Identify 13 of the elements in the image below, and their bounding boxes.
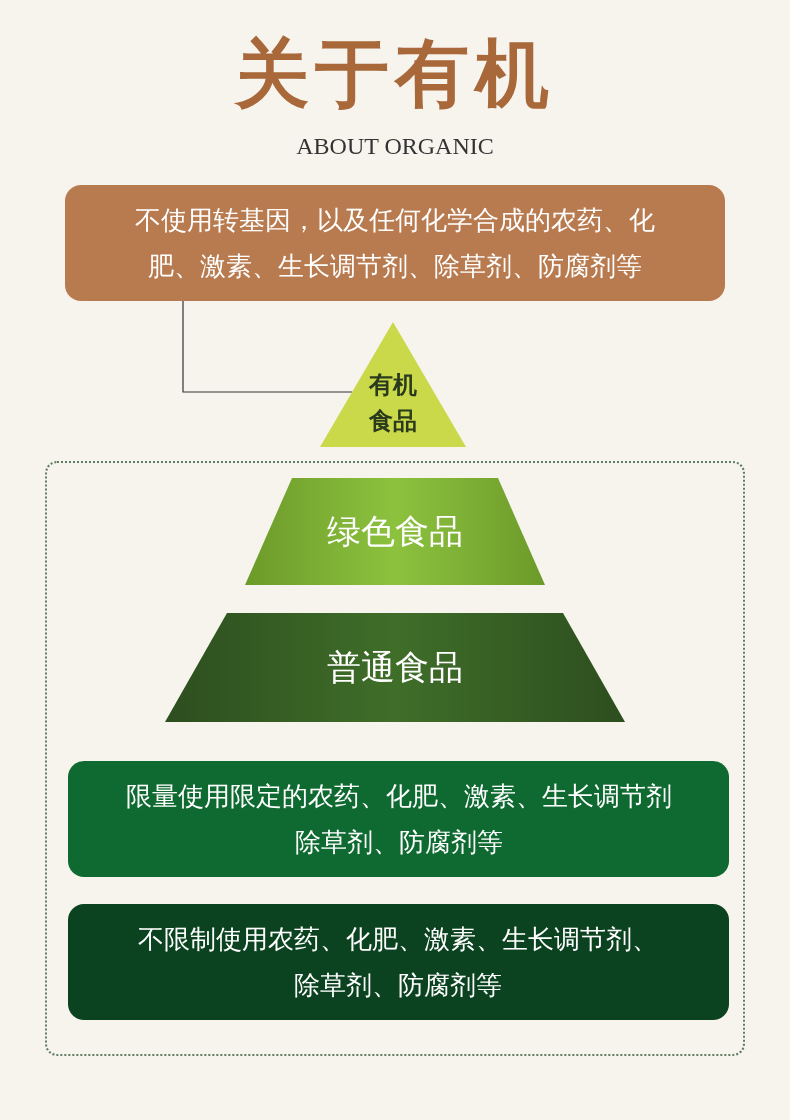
node-text: 不限制使用农药、化肥、激素、生长调节剂、除草剂、防腐剂等 [137,923,659,1002]
node-text: 普通食品 [326,646,464,689]
description-box [68,761,729,877]
dotted-frame [45,461,745,1056]
subtitle: ABOUT ORGANIC [295,133,495,160]
connector-line [182,300,353,393]
node-text: 不使用转基因，以及任何化学合成的农药、化肥、激素、生长调节剂、除草剂、防腐剂等 [133,204,656,283]
title: 关于有机 [233,29,556,118]
description-box [65,185,725,301]
node-text: 限量使用限定的农药、化肥、激素、生长调节剂除草剂、防腐剂等 [124,780,673,859]
node-text: 有机食品 [368,370,418,437]
node-text: 绿色食品 [326,510,464,553]
description-box [68,904,729,1020]
